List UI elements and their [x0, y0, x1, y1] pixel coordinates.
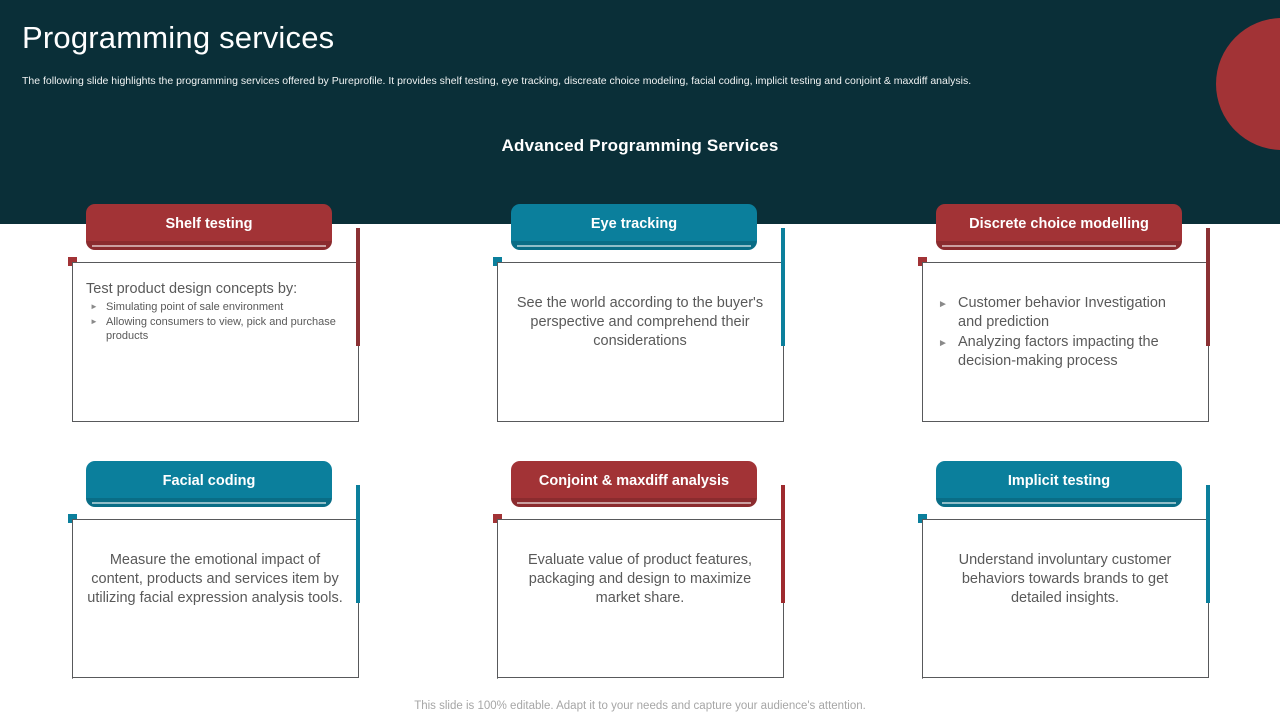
card-body: See the world according to the buyer's p… [516, 295, 764, 349]
pill-underline [517, 245, 751, 247]
list-item: ► Allowing consumers to view, pick and pu… [86, 315, 344, 343]
decorative-circle [1216, 18, 1280, 150]
card-body: Test product design concepts by: ► Simula… [86, 280, 344, 344]
card-title-label: Discrete choice modelling [969, 216, 1149, 232]
card-accent-bar [356, 485, 360, 603]
card-title-pill[interactable]: Implicit testing [936, 461, 1182, 507]
page-title: Programming services [22, 20, 335, 55]
card-title-pill[interactable]: Shelf testing [86, 204, 332, 250]
pill-underline [92, 245, 326, 247]
pill-underline [92, 502, 326, 504]
section-heading: Advanced Programming Services [501, 136, 779, 155]
pill-underline [942, 245, 1176, 247]
list-item-label: Customer behavior Investigation and pred… [958, 295, 1166, 330]
triangle-bullet-icon: ► [90, 317, 98, 326]
card-outline-box [922, 262, 1209, 422]
list-item-label: Allowing consumers to view, pick and pur… [106, 316, 336, 342]
card-outline-box [497, 519, 784, 678]
card-marker-square [68, 257, 77, 266]
card-marker-square [918, 257, 927, 266]
card-title-label: Eye tracking [590, 216, 678, 232]
card-marker-square [493, 257, 502, 266]
list-item: ► Simulating point of sale environment [86, 300, 344, 314]
pill-underline [517, 502, 751, 504]
card-marker-square [918, 514, 927, 523]
card-marker-square [493, 514, 502, 523]
card-body: Evaluate value of product features, pack… [527, 552, 753, 606]
card-bullet-list: ► Customer behavior Investigation and pre… [936, 294, 1194, 371]
list-item-label: Simulating point of sale environment [106, 301, 284, 313]
list-item-label: Analyzing factors impacting the decision… [958, 334, 1159, 369]
card-title-pill[interactable]: Conjoint & maxdiff analysis [511, 461, 757, 507]
card-bullet-list: ► Simulating point of sale environment ► A… [86, 300, 344, 343]
card-title-label: Implicit testing [1007, 473, 1111, 489]
card-accent-bar [1206, 485, 1210, 603]
card-body: Understand involuntary customer behavior… [958, 552, 1172, 606]
list-item: ► Analyzing factors impacting the decisio… [936, 333, 1194, 371]
triangle-bullet-icon: ► [938, 299, 948, 310]
header-band: Programming services The following slide… [0, 0, 1280, 224]
card-body: ► Customer behavior Investigation and pre… [936, 294, 1194, 372]
card-outline-box [72, 519, 359, 678]
card-title-label: Conjoint & maxdiff analysis [538, 473, 730, 489]
triangle-bullet-icon: ► [90, 302, 98, 311]
card-lead-text: Test product design concepts by: [86, 281, 298, 297]
card-body: Measure the emotional impact of content,… [87, 552, 343, 606]
card-title-pill[interactable]: Facial coding [86, 461, 332, 507]
card-title-pill[interactable]: Eye tracking [511, 204, 757, 250]
card-title-label: Facial coding [162, 473, 256, 489]
card-accent-bar [781, 485, 785, 603]
card-accent-bar [1206, 228, 1210, 346]
card-outline-box [922, 519, 1209, 678]
card-outline-box [72, 262, 359, 422]
card-accent-bar [781, 228, 785, 346]
card-accent-bar [356, 228, 360, 346]
list-item: ► Customer behavior Investigation and pre… [936, 294, 1194, 332]
footer-note: This slide is 100% editable. Adapt it to… [414, 700, 866, 712]
card-marker-square [68, 514, 77, 523]
card-outline-box [497, 262, 784, 422]
triangle-bullet-icon: ► [938, 338, 948, 349]
card-title-pill[interactable]: Discrete choice modelling [936, 204, 1182, 250]
card-title-label: Shelf testing [165, 216, 253, 232]
page-subtitle: The following slide highlights the progr… [22, 75, 972, 87]
pill-underline [942, 502, 1176, 504]
